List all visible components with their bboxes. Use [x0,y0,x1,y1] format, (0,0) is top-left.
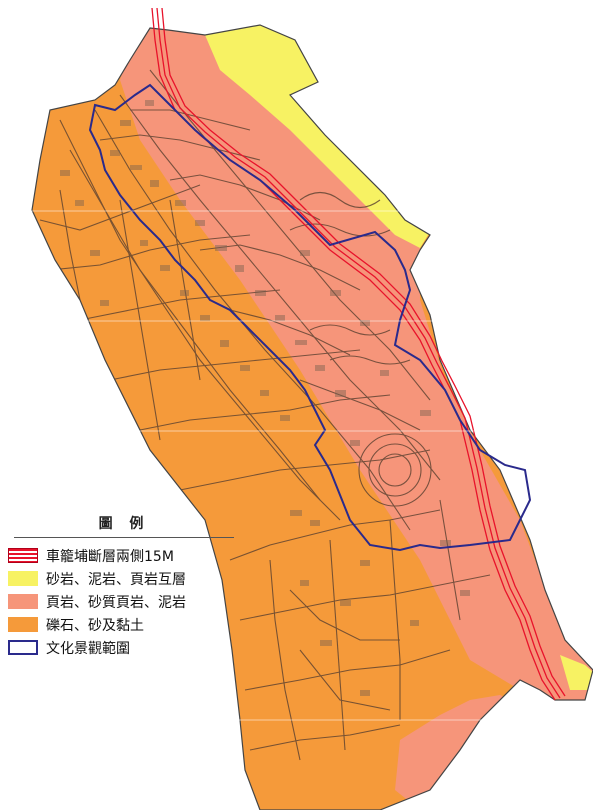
street-network [39,69,491,761]
legend-label: 砂岩、泥岩、頁岩互層 [46,571,186,588]
boundary-swatch-icon [8,640,38,655]
map-legend: 圖 例 車籠埔斷層兩側15M 砂岩、泥岩、頁岩互層 頁岩、砂質頁岩、泥岩 礫石、… [8,513,240,659]
shale-swatch-icon [8,594,38,609]
district-outline [31,24,593,810]
cultural-landscape-boundary [88,83,532,552]
legend-item-fault: 車籠埔斷層兩側15M [8,544,240,567]
legend-label: 車籠埔斷層兩側15M [46,548,174,565]
legend-title: 圖 例 [14,513,234,538]
fault-swatch-icon [8,548,38,563]
zone-shale [120,25,593,700]
zone-sandstone-east [560,655,593,690]
grid-lines [0,210,593,721]
legend-item-gravel: 礫石、砂及黏土 [8,613,240,636]
gravel-swatch-icon [8,617,38,632]
sandstone-swatch-icon [8,571,38,586]
zone-sandstone [205,25,430,248]
legend-item-shale: 頁岩、砂質頁岩、泥岩 [8,590,240,613]
building-blocks [60,100,470,696]
legend-label: 礫石、砂及黏土 [46,617,144,634]
legend-label: 頁岩、砂質頁岩、泥岩 [46,594,186,611]
legend-item-boundary: 文化景觀範圍 [8,636,240,659]
legend-label: 文化景觀範圍 [46,640,130,657]
legend-item-sandstone: 砂岩、泥岩、頁岩互層 [8,567,240,590]
geology-zones [32,25,593,810]
